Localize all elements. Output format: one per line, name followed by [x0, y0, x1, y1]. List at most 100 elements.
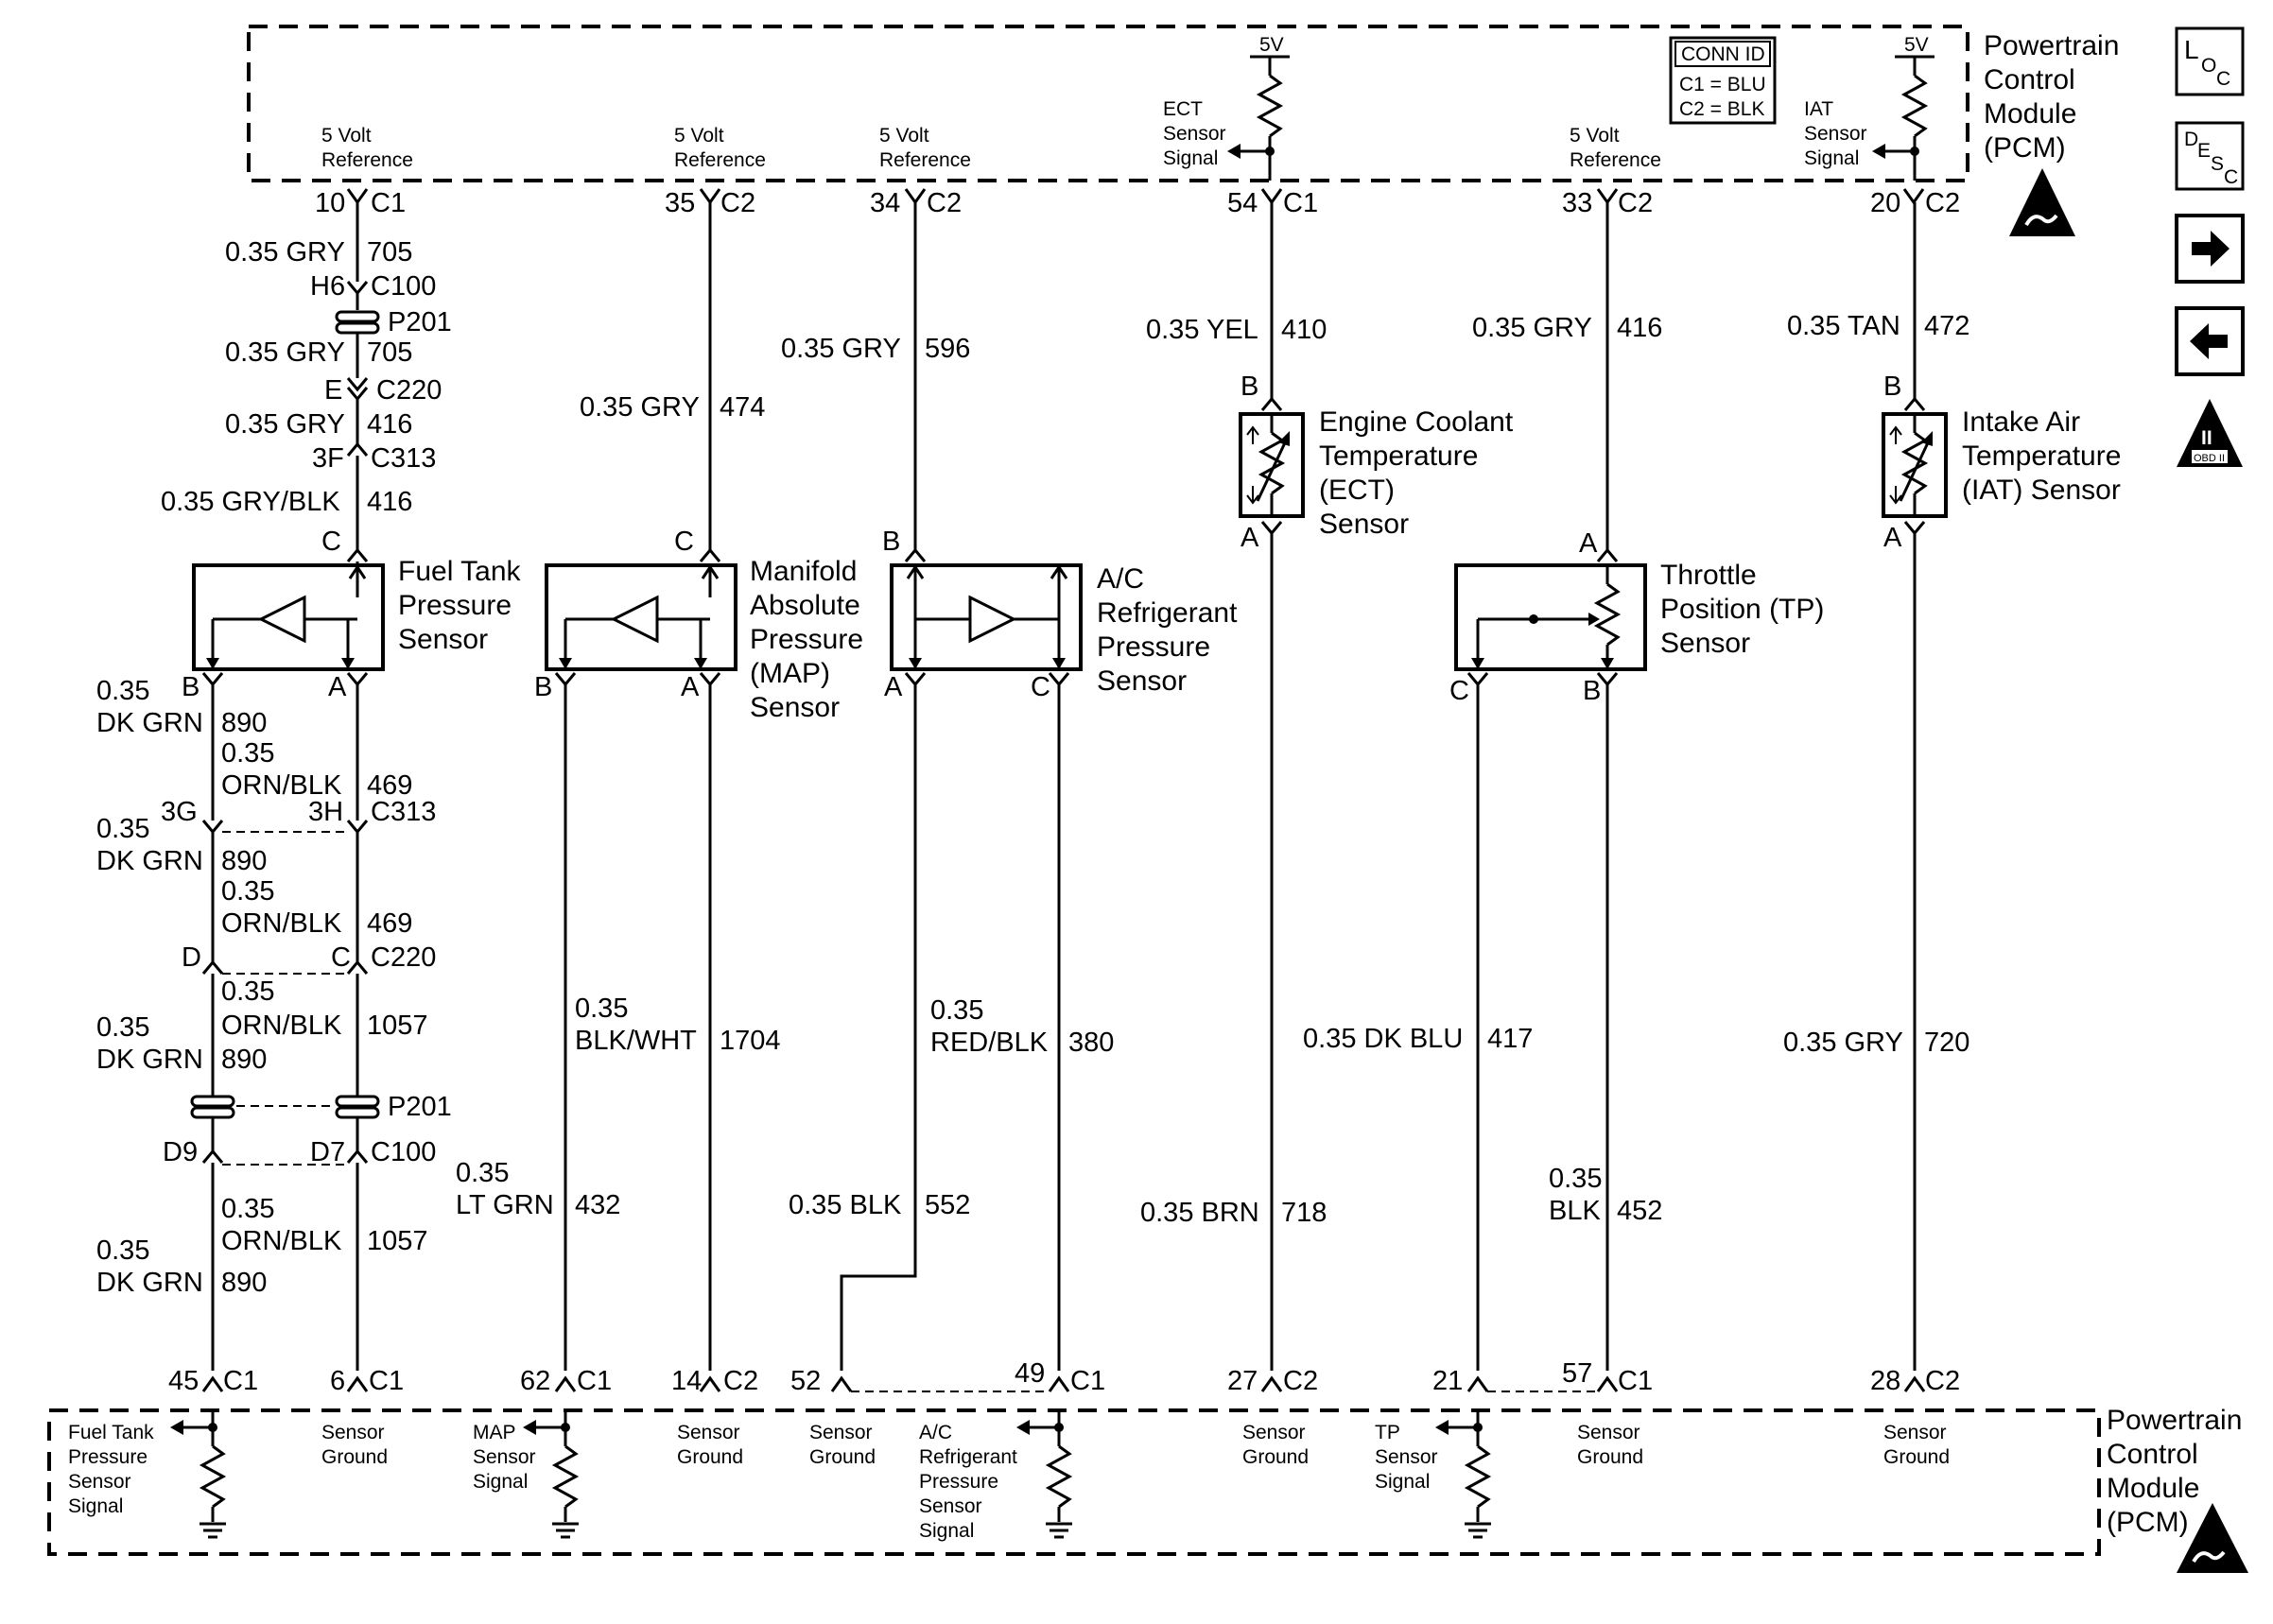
svg-text:A: A: [1241, 523, 1259, 553]
svg-text:A/C: A/C: [1097, 563, 1144, 595]
svg-text:0.35: 0.35: [96, 1012, 149, 1043]
prev-arrow-icon[interactable]: [2175, 306, 2245, 376]
svg-text:Reference: Reference: [321, 149, 413, 171]
next-arrow-icon[interactable]: [2175, 214, 2245, 284]
svg-text:LT GRN: LT GRN: [456, 1190, 554, 1220]
svg-text:A: A: [1579, 528, 1598, 559]
svg-text:0.35: 0.35: [221, 1194, 274, 1224]
svg-text:0.35 GRY: 0.35 GRY: [781, 334, 901, 364]
svg-text:0.35: 0.35: [221, 738, 274, 769]
svg-text:416: 416: [367, 409, 412, 440]
svg-text:0.35: 0.35: [456, 1158, 509, 1188]
loc-icon[interactable]: L O C: [2175, 26, 2245, 96]
svg-text:Control: Control: [2107, 1439, 2198, 1470]
svg-text:TP: TP: [1375, 1422, 1400, 1443]
svg-text:416: 416: [367, 487, 412, 517]
svg-text:Sensor: Sensor: [1319, 509, 1409, 540]
svg-text:Throttle: Throttle: [1660, 560, 1757, 591]
svg-text:Sensor: Sensor: [1804, 123, 1867, 145]
desc-icon[interactable]: D E S C: [2175, 121, 2245, 191]
svg-text:Intake Air: Intake Air: [1962, 406, 2080, 438]
svg-text:Signal: Signal: [68, 1495, 123, 1517]
svg-text:0.35: 0.35: [96, 814, 149, 844]
svg-text:C2: C2: [1925, 188, 1960, 218]
svg-text:MAP: MAP: [473, 1422, 516, 1443]
wire-fuel-tank-signal: 0.35 DK GRN 890 0.35 ORN/BLK 469 3G 3H C…: [96, 672, 452, 1371]
svg-text:BLK: BLK: [1549, 1196, 1601, 1226]
svg-text:C2: C2: [720, 188, 755, 218]
svg-text:Sensor: Sensor: [1375, 1446, 1438, 1468]
svg-text:S: S: [2211, 153, 2224, 175]
svg-text:0.35 GRY: 0.35 GRY: [225, 337, 345, 368]
svg-text:34: 34: [870, 188, 900, 218]
svg-text:416: 416: [1617, 313, 1662, 343]
svg-text:Fuel Tank: Fuel Tank: [398, 556, 522, 587]
wire-iat-signal: 0.35 TAN 472 B: [1787, 202, 1969, 411]
svg-text:Reference: Reference: [1570, 149, 1661, 171]
wire-ac-ref: 0.35 GRY 596 B: [781, 202, 970, 562]
svg-text:B: B: [1241, 371, 1258, 402]
obd-ii-icon[interactable]: II OBD II: [2177, 399, 2243, 467]
svg-text:C313: C313: [371, 443, 436, 474]
svg-text:Ground: Ground: [321, 1446, 388, 1468]
svg-text:C: C: [1031, 672, 1050, 702]
svg-text:Module: Module: [2107, 1473, 2199, 1504]
svg-text:Absolute: Absolute: [750, 590, 860, 621]
svg-text:C1: C1: [369, 1366, 404, 1396]
svg-text:ORN/BLK: ORN/BLK: [221, 908, 342, 939]
svg-text:IAT: IAT: [1804, 98, 1833, 120]
svg-text:C220: C220: [376, 375, 442, 406]
svg-text:54: 54: [1227, 188, 1258, 218]
svg-text:C100: C100: [371, 271, 436, 302]
svg-text:II: II: [2201, 427, 2212, 449]
svg-text:A: A: [681, 672, 700, 702]
svg-text:27: 27: [1227, 1366, 1258, 1396]
svg-text:Manifold: Manifold: [750, 556, 857, 587]
svg-text:45: 45: [168, 1366, 199, 1396]
svg-text:B: B: [534, 672, 552, 702]
svg-text:0.35: 0.35: [96, 676, 149, 706]
svg-text:E: E: [2197, 140, 2211, 162]
wire-tp-signal-ground: 0.35 DK BLU 417 0.35 BLK 452: [1303, 672, 1662, 1371]
svg-text:Pressure: Pressure: [1097, 631, 1210, 663]
svg-text:Refrigerant: Refrigerant: [919, 1446, 1017, 1468]
tp-signal-pulldown: [1435, 1410, 1492, 1539]
wire-iat-ground: 0.35 GRY 720: [1783, 521, 1969, 1371]
svg-text:5 Volt: 5 Volt: [321, 125, 372, 147]
svg-text:0.35: 0.35: [930, 995, 983, 1026]
svg-text:(PCM): (PCM): [2107, 1507, 2189, 1538]
svg-text:Signal: Signal: [1163, 147, 1218, 169]
svg-text:890: 890: [221, 846, 267, 876]
svg-text:0.35 GRY: 0.35 GRY: [1472, 313, 1592, 343]
svg-text:5V: 5V: [1904, 34, 1929, 56]
svg-text:5V: 5V: [1259, 34, 1284, 56]
svg-text:0.35 BLK: 0.35 BLK: [789, 1190, 902, 1220]
esd-warning-icon-bottom: [2177, 1503, 2248, 1573]
svg-text:ORN/BLK: ORN/BLK: [221, 1226, 342, 1256]
iat-sensor: Intake Air Temperature (IAT) Sensor A: [1882, 406, 2121, 553]
svg-text:H6: H6: [310, 271, 345, 302]
wire-fuel-tank-ref: 0.35 GRY 705 H6 C100 P201 0.35 GRY 705 E…: [161, 202, 452, 565]
wire-ect-ground: 0.35 BRN 718: [1140, 521, 1327, 1371]
svg-text:6: 6: [330, 1366, 345, 1396]
wire-ac-signal-ground: 0.35 RED/BLK 380 0.35 BLK 552: [789, 672, 1114, 1371]
svg-text:C2: C2: [723, 1366, 758, 1396]
svg-text:Sensor: Sensor: [321, 1422, 385, 1443]
svg-text:Sensor: Sensor: [1242, 1422, 1306, 1443]
svg-text:417: 417: [1487, 1024, 1533, 1054]
svg-text:C2 = BLK: C2 = BLK: [1679, 98, 1764, 120]
svg-text:0.35 TAN: 0.35 TAN: [1787, 311, 1900, 341]
svg-text:Sensor: Sensor: [1660, 628, 1750, 659]
svg-text:C2: C2: [1283, 1366, 1318, 1396]
svg-text:Signal: Signal: [919, 1520, 974, 1542]
svg-text:0.35 DK BLU: 0.35 DK BLU: [1303, 1024, 1463, 1054]
svg-text:49: 49: [1015, 1358, 1045, 1389]
svg-text:890: 890: [221, 1045, 267, 1075]
svg-text:A: A: [1883, 523, 1902, 553]
ft-signal-pulldown: [170, 1410, 227, 1539]
svg-text:Module: Module: [1984, 98, 2076, 130]
svg-text:P201: P201: [388, 307, 452, 337]
top-pin-forks: [346, 188, 1925, 205]
svg-text:469: 469: [367, 908, 412, 939]
